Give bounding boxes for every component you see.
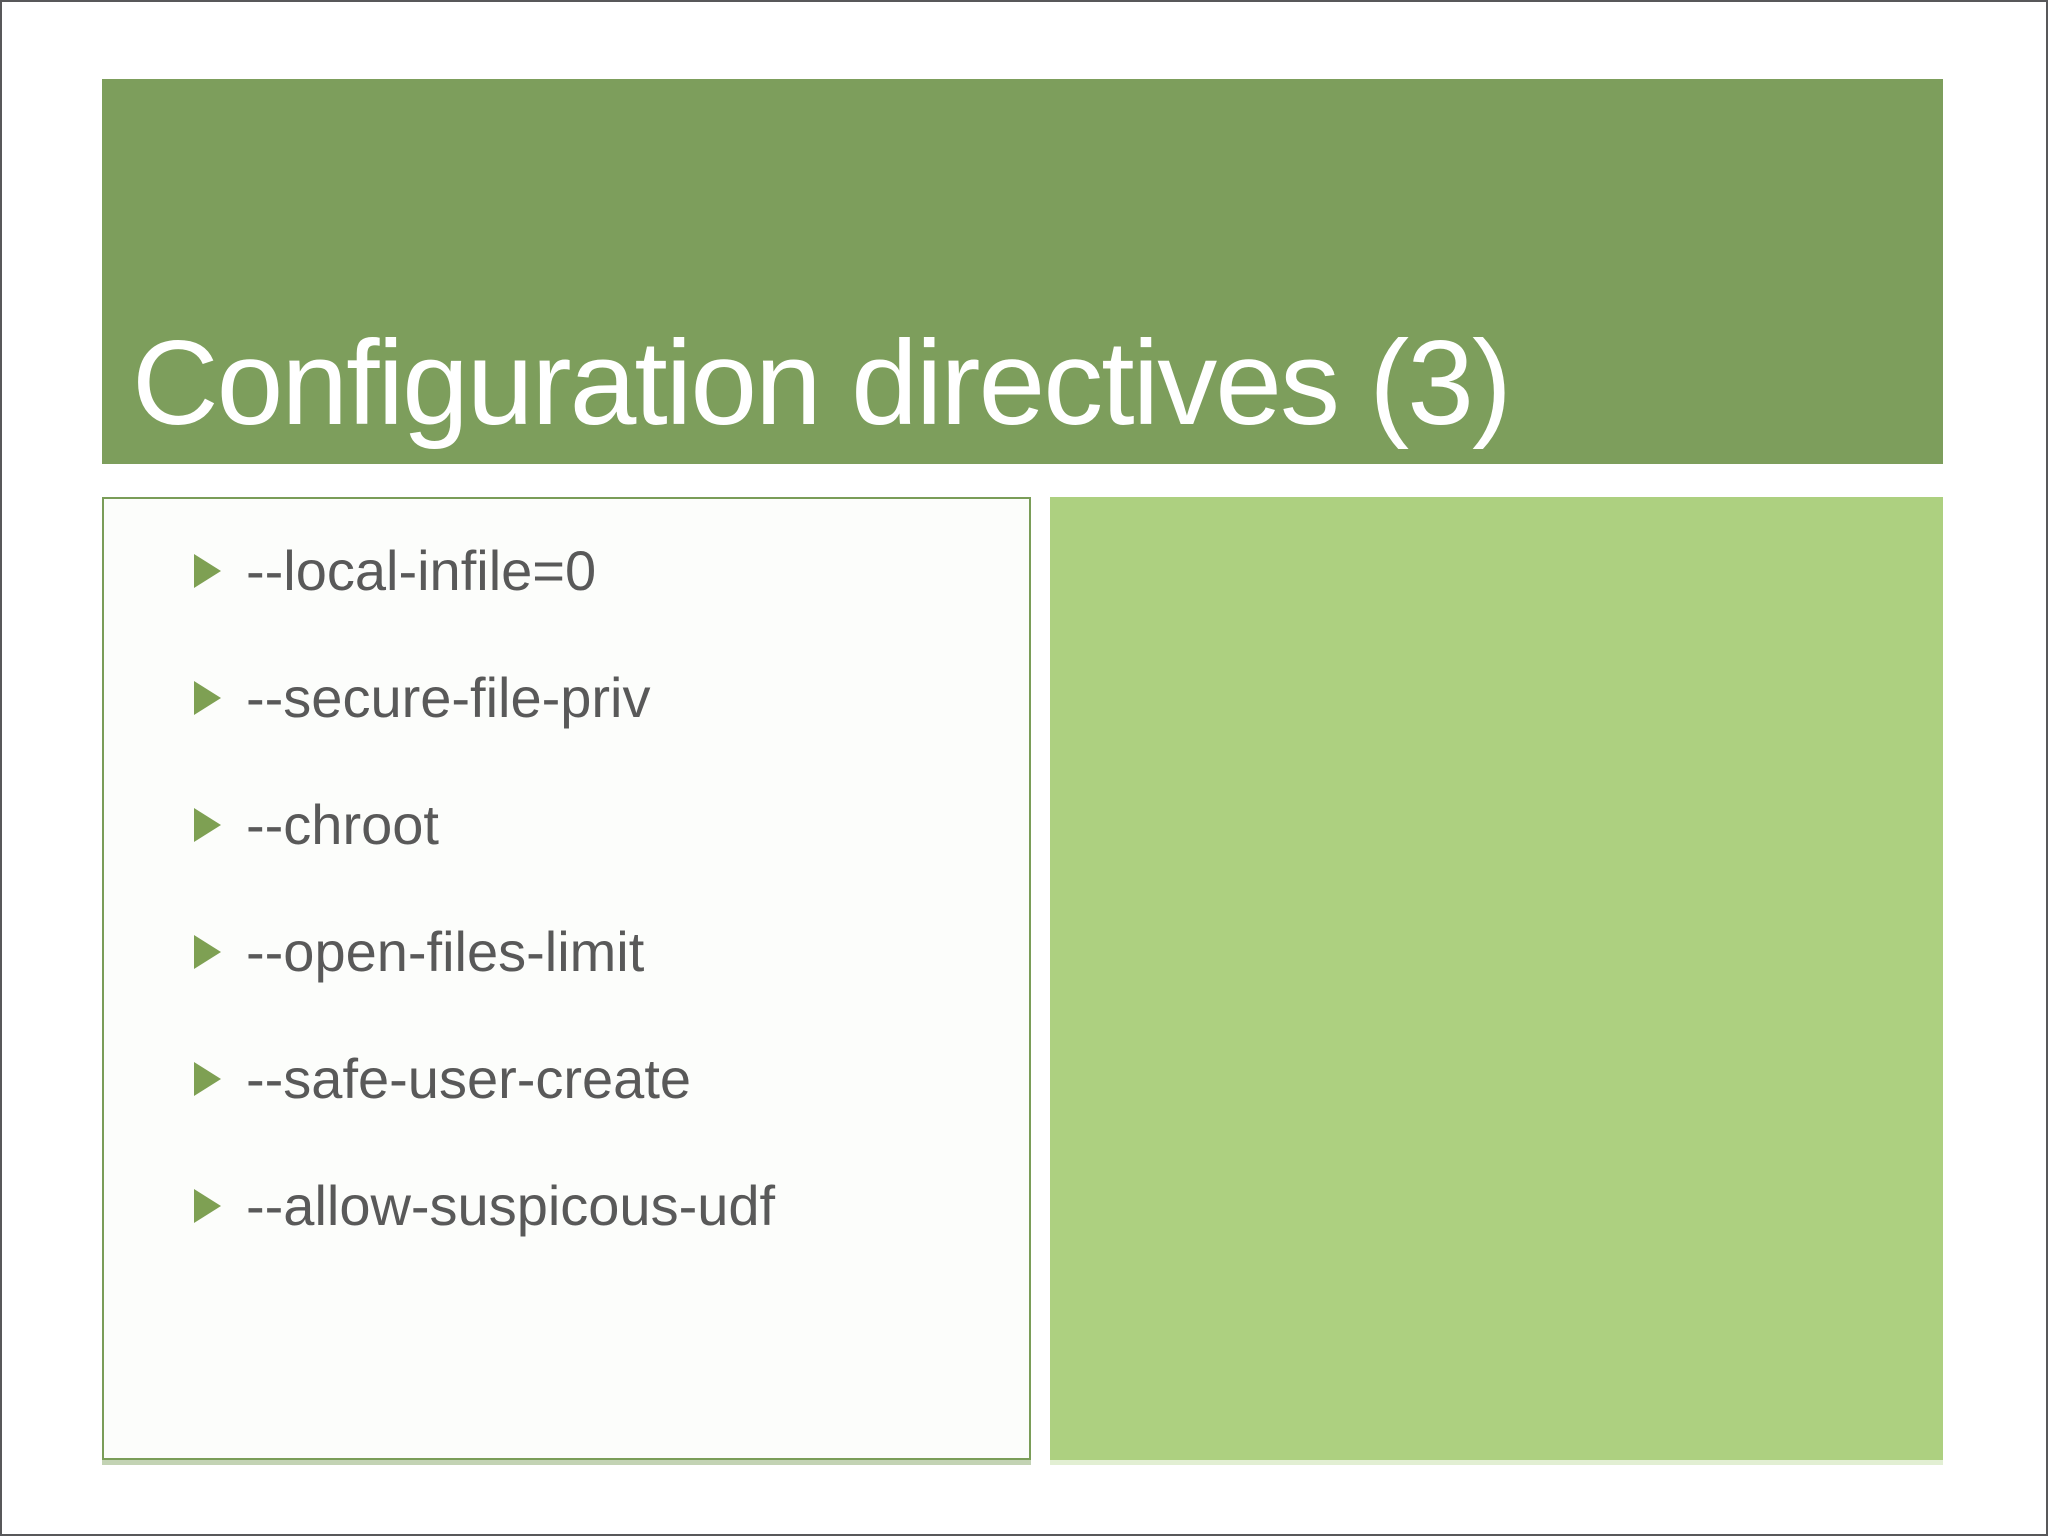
triangle-right-icon <box>194 1061 221 1096</box>
triangle-right-icon <box>194 1188 221 1223</box>
bullet-text: --secure-file-priv <box>246 665 651 729</box>
bullet-list: --local-infile=0 --secure-file-priv --ch… <box>104 507 1029 1269</box>
decorative-side-panel <box>1050 497 1943 1460</box>
title-band: Configuration directives (3) <box>102 79 1943 464</box>
triangle-right-icon <box>194 934 221 969</box>
list-item: --safe-user-create <box>104 1015 1029 1142</box>
bullet-text: --safe-user-create <box>246 1046 692 1110</box>
slide-title: Configuration directives (3) <box>132 316 1512 450</box>
bullet-text: --local-infile=0 <box>246 538 597 602</box>
bullet-text: --open-files-limit <box>246 919 645 983</box>
directives-list-box: --local-infile=0 --secure-file-priv --ch… <box>102 497 1031 1460</box>
list-item: --local-infile=0 <box>104 507 1029 634</box>
triangle-right-icon <box>194 807 221 842</box>
bullet-text: --allow-suspicous-udf <box>246 1173 776 1237</box>
triangle-right-icon <box>194 553 221 588</box>
list-item: --open-files-limit <box>104 888 1029 1015</box>
list-item: --secure-file-priv <box>104 634 1029 761</box>
triangle-right-icon <box>194 680 221 715</box>
list-item: --allow-suspicous-udf <box>104 1142 1029 1269</box>
bullet-text: --chroot <box>246 792 439 856</box>
list-item: --chroot <box>104 761 1029 888</box>
